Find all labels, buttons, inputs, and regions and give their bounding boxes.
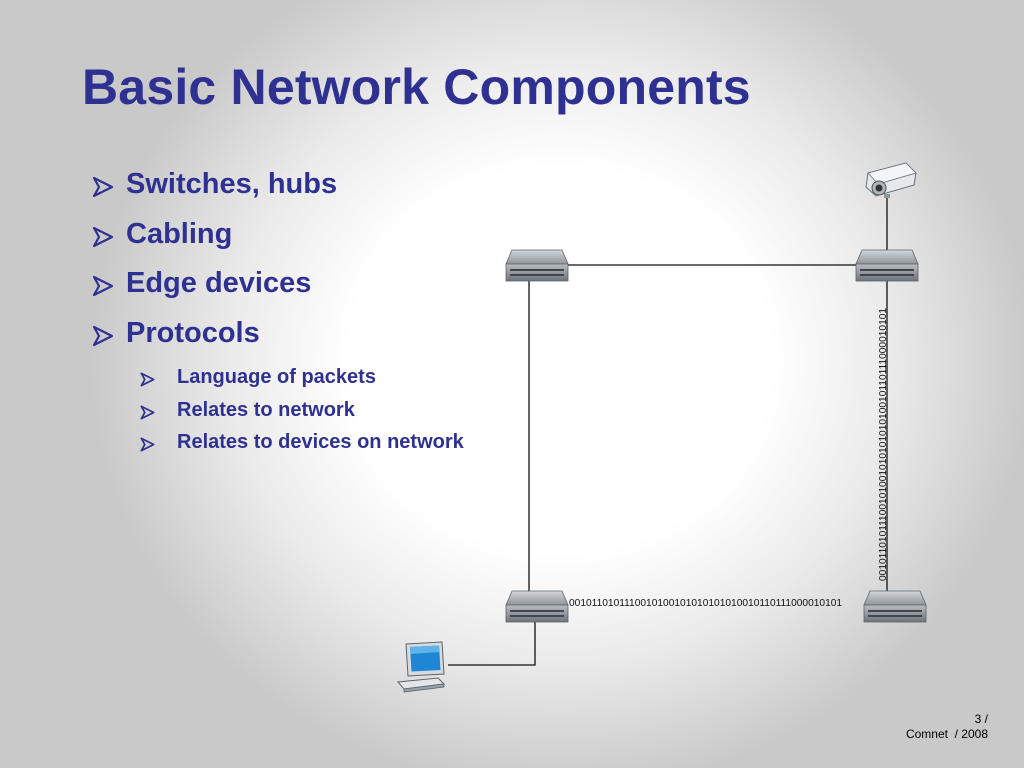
bullet-item: Switches, hubs — [92, 168, 464, 218]
cable-computer — [448, 620, 536, 666]
slide-footer: 3 / Comnet / 2008 — [906, 712, 988, 742]
sub-bullet-text: Relates to network — [177, 398, 355, 421]
network-camera-icon — [865, 162, 917, 198]
desktop-computer-icon — [396, 641, 446, 693]
bullet-text: Protocols — [126, 316, 260, 349]
bullet-item: Cabling — [92, 218, 464, 268]
sub-bullet-item: Relates to devices on network — [92, 431, 464, 464]
arrow-bullet-icon — [140, 403, 155, 426]
slide-title: Basic Network Components — [82, 59, 751, 115]
network-switch-icon — [863, 590, 927, 623]
bullet-list: Switches, hubs Cabling Edge devices Prot… — [92, 168, 464, 464]
course-label: Comnet / 2008 — [905, 727, 988, 741]
cabling — [448, 194, 888, 666]
sub-bullet-item: Relates to network — [92, 399, 464, 432]
bullet-text: Cabling — [126, 217, 233, 250]
vertical-bitstream-label: 0010110101110010100101010101010010110111… — [878, 308, 889, 581]
bullet-text: Edge devices — [126, 267, 312, 299]
sub-bullet-item: Language of packets — [92, 366, 464, 399]
arrow-bullet-icon — [92, 322, 114, 355]
arrow-bullet-icon — [92, 223, 114, 256]
network-switch-icon — [505, 249, 569, 282]
horizontal-bitstream-label: 0010110101110010100101010101010010110111… — [569, 598, 842, 609]
network-switch-icon — [505, 590, 569, 623]
bullet-item: Edge devices — [92, 267, 464, 317]
bullet-item: Protocols — [92, 317, 464, 367]
sub-bullet-text: Relates to devices on network — [177, 431, 464, 453]
sub-bullet-text: Language of packets — [177, 366, 376, 388]
arrow-bullet-icon — [92, 173, 114, 206]
arrow-bullet-icon — [92, 272, 114, 305]
arrow-bullet-icon — [140, 370, 155, 393]
bullet-text: Switches, hubs — [126, 168, 338, 200]
arrow-bullet-icon — [140, 435, 155, 458]
network-switch-icon — [855, 249, 919, 282]
page-number: 3 / — [974, 712, 988, 726]
